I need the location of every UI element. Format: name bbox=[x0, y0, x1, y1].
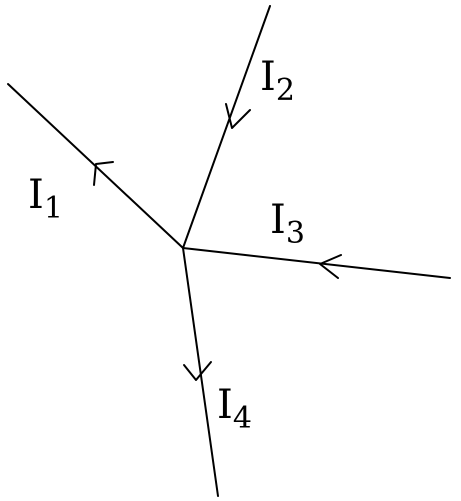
label-i2-subscript: 2 bbox=[276, 73, 295, 108]
arrow-i1 bbox=[93, 161, 114, 186]
label-i1: I1 bbox=[28, 172, 63, 226]
wire-i3 bbox=[182, 247, 451, 279]
label-i1-symbol: I bbox=[28, 172, 44, 218]
arrow-i4 bbox=[183, 361, 212, 381]
label-i3-symbol: I bbox=[270, 197, 286, 243]
wire-i2 bbox=[182, 5, 271, 249]
wire-i4 bbox=[182, 247, 219, 497]
arrow-i2 bbox=[225, 103, 251, 129]
label-i3: I3 bbox=[270, 197, 305, 251]
label-i4: I4 bbox=[217, 382, 252, 436]
label-i1-subscript: 1 bbox=[44, 191, 63, 226]
label-i4-subscript: 4 bbox=[233, 401, 252, 436]
arrow-i3 bbox=[319, 254, 342, 279]
label-i2: I2 bbox=[260, 54, 295, 108]
label-i2-symbol: I bbox=[260, 54, 276, 100]
label-i3-subscript: 3 bbox=[286, 216, 305, 251]
label-i4-symbol: I bbox=[217, 382, 233, 428]
